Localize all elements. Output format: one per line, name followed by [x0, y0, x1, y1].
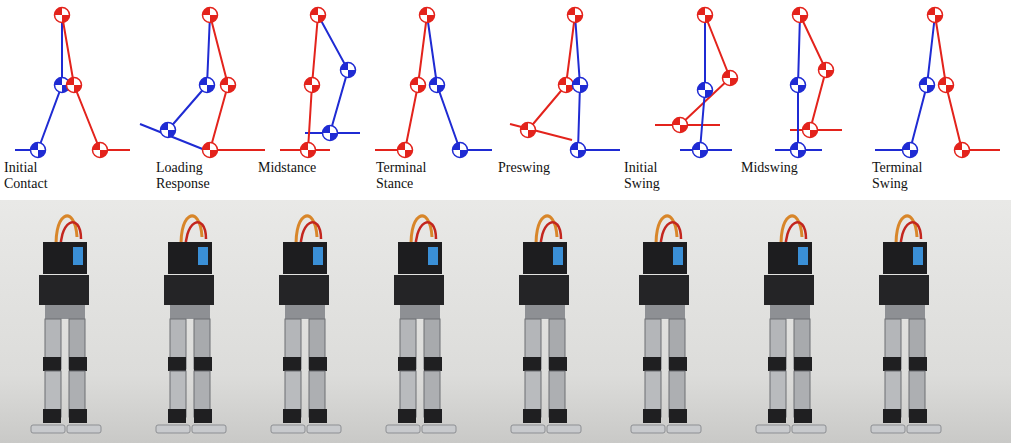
phase-label: Loading Response	[156, 160, 228, 192]
phase-label: Midswing	[741, 160, 821, 176]
phase-label: Midstance	[258, 160, 338, 176]
phase-label: Terminal Swing	[872, 160, 938, 192]
phase-label: Initial Contact	[4, 160, 66, 192]
phase-label: Initial Swing	[624, 160, 680, 192]
phase-label: Terminal Stance	[376, 160, 442, 192]
phase-label: Preswing	[498, 160, 578, 176]
